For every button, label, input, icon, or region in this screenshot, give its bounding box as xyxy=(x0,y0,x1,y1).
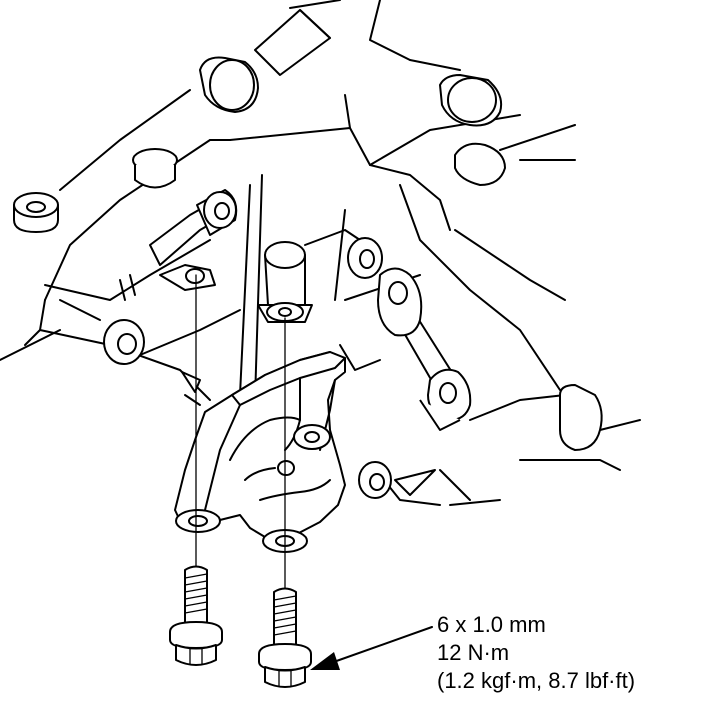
flange-bolt-right xyxy=(258,587,312,688)
washer-left xyxy=(13,192,59,233)
torque-spec-callout: 6 x 1.0 mm 12 N·m (1.2 kgf·m, 8.7 lbf·ft… xyxy=(437,611,635,695)
bolt-size-label: 6 x 1.0 mm xyxy=(437,612,546,637)
mount-bracket xyxy=(174,351,346,553)
link-arm-right xyxy=(339,237,472,499)
boss-left xyxy=(103,319,145,365)
flange-bolt-left xyxy=(169,565,223,666)
bolt-axis-lines xyxy=(195,274,286,591)
rubber-mount-mid-right xyxy=(454,142,506,186)
callout-leader-arrow xyxy=(310,626,433,670)
tube-boss-upper xyxy=(149,189,238,291)
torque-nm-label: 12 N·m xyxy=(437,640,510,665)
rubber-mount-right xyxy=(439,74,503,127)
torque-alt-label: (1.2 kgf·m, 8.7 lbf·ft) xyxy=(437,668,636,693)
stud-sleeve xyxy=(257,241,313,323)
cap-upper-left xyxy=(132,148,178,189)
rubber-mount-top xyxy=(199,56,259,113)
